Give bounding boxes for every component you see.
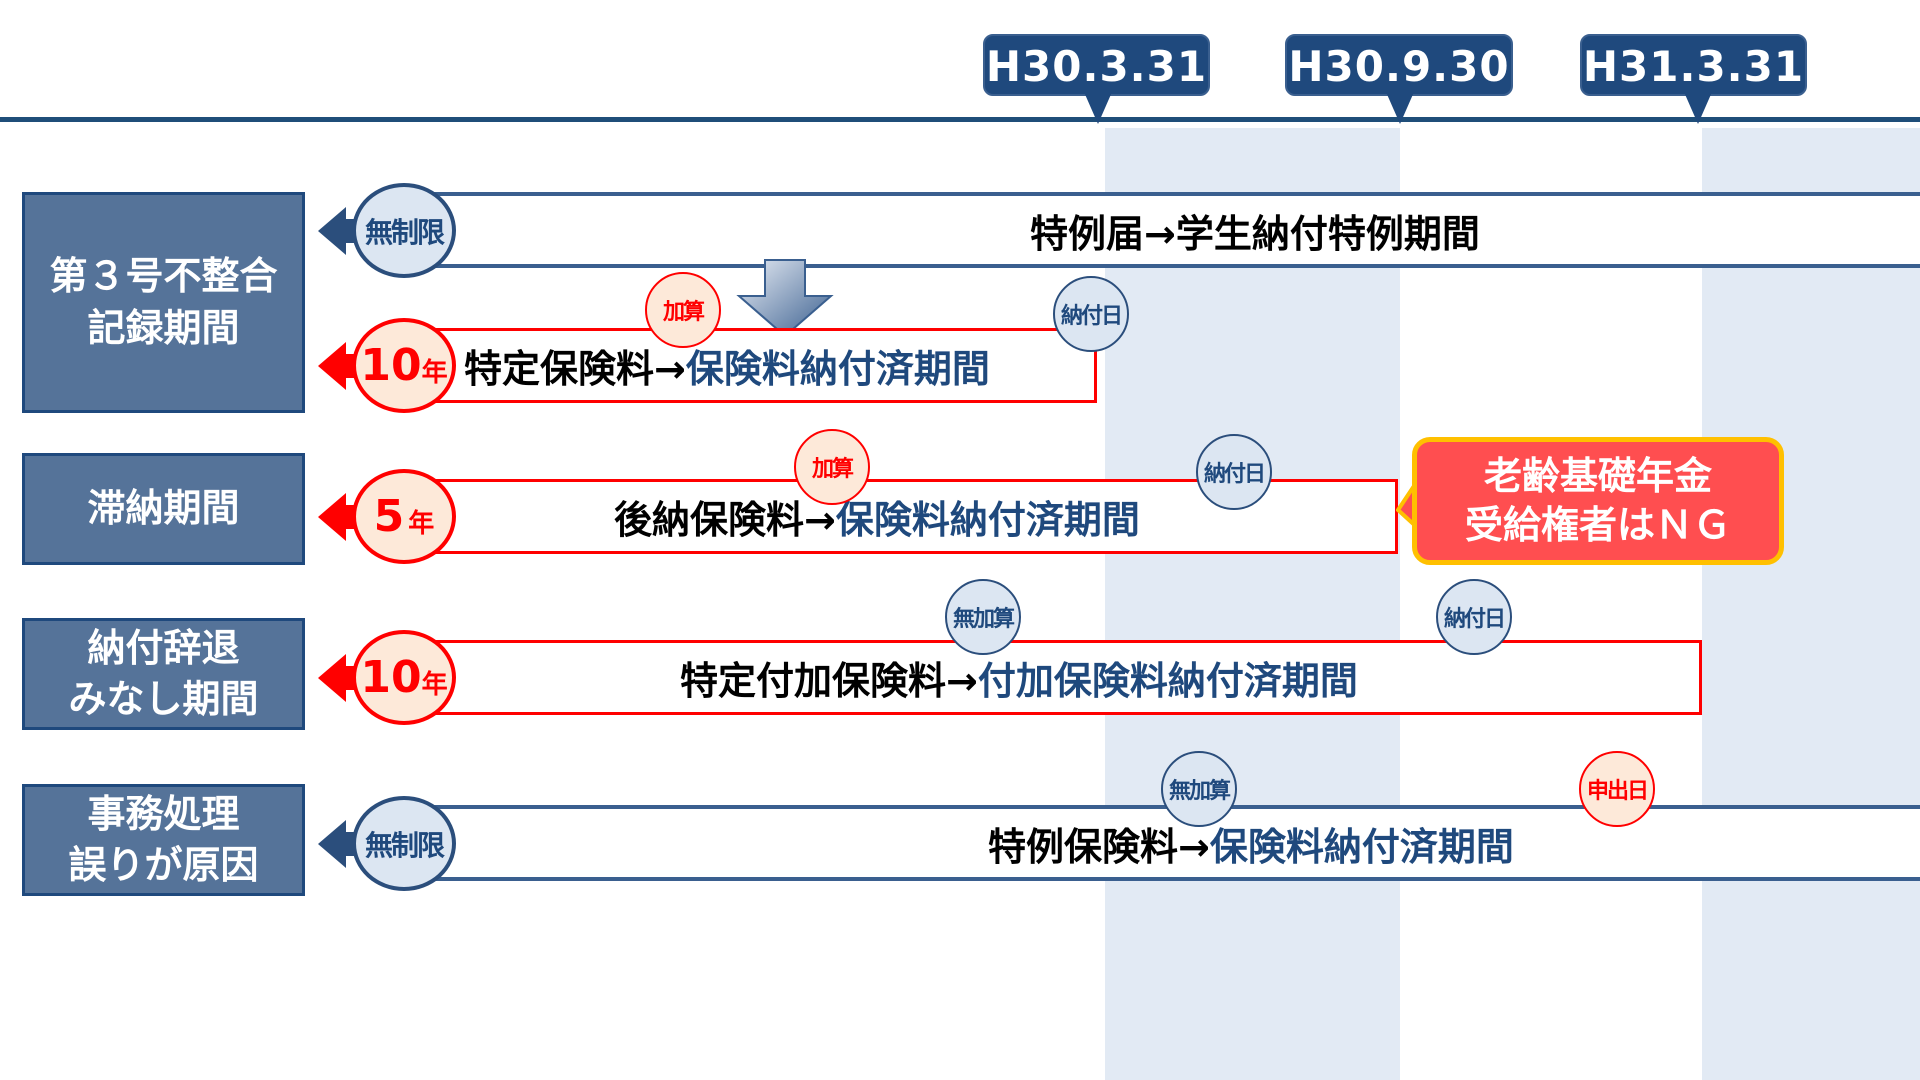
marker-surcharge: 加算 [794,429,870,505]
category-label-declined-payment: 納付辞退 みなし期間 [22,618,305,730]
bar-text-blue: 保険料納付済期間 [685,347,990,391]
limit-number: 5 [373,491,405,542]
bar-text: 特例保険料→保険料納付済期間 [988,809,1514,877]
category-line: 誤りが原因 [68,843,259,887]
marker-text: 加算 [811,457,854,482]
limit-number: 10 [360,340,422,391]
bar-text-blue: 付加保険料納付済期間 [977,659,1358,703]
category-line: 事務処理 [87,791,240,836]
marker-text: 納付日 [1203,462,1266,487]
date-pointer [1684,92,1712,124]
bar-text-black: 後納保険料→ [614,498,836,542]
bar-text: 特定保険料→保険料納付済期間 [464,331,990,400]
period-bar-late-premium: 後納保険料→保険料納付済期間 [410,479,1398,554]
left-arrow-icon [318,342,346,390]
limit-number: 10 [360,652,422,703]
callout-ng-warning: 老齢基礎年金 受給権者はＮＧ [1412,437,1784,565]
timeline-axis [0,117,1920,122]
bar-text-blue: 保険料納付済期間 [835,498,1140,542]
category-label-delinquent: 滞納期間 [22,453,305,565]
date-marker-h30-3-31: H30.3.31 [983,34,1210,124]
bar-text: 後納保険料→保険料納付済期間 [614,482,1140,551]
bar-text-black: 特例届→学生納付特例期間 [1030,211,1480,256]
callout-line: 老齢基礎年金 [1483,453,1712,498]
category-line: みなし期間 [68,677,259,721]
marker-text: 無加算 [1168,779,1231,804]
category-label-no3-mismatch: 第３号不整合 記録期間 [22,192,305,413]
bar-text: 特定付加保険料→付加保険料納付済期間 [680,643,1358,712]
category-line: 第３号不整合 [49,254,278,299]
bar-text-blue: 保険料納付済期間 [1209,824,1514,869]
marker-payment-date: 納付日 [1196,434,1272,510]
marker-text: 納付日 [1060,304,1123,329]
limit-badge-unlimited: 無制限 [352,796,456,891]
bar-text-black: 特定保険料→ [464,347,686,391]
date-marker-h31-3-31: H31.3.31 [1580,34,1807,124]
marker-text: 申出日 [1586,779,1649,804]
bar-text-black: 特定付加保険料→ [680,659,978,703]
bar-text-black: 特例保険料→ [988,824,1210,869]
category-line: 滞納期間 [87,486,240,531]
marker-surcharge: 加算 [645,272,721,348]
marker-payment-date: 納付日 [1053,276,1129,352]
period-bar-special-premium: 特定保険料→保険料納付済期間 [410,328,1097,403]
limit-unit: 年 [408,509,435,539]
date-marker-h30-9-30: H30.9.30 [1285,34,1513,124]
period-bar-additional-premium: 特定付加保険料→付加保険料納付済期間 [410,640,1702,715]
date-label: H30.9.30 [1288,42,1510,91]
bar-text: 特例届→学生納付特例期間 [1030,196,1480,264]
date-label: H30.3.31 [985,42,1208,91]
limit-text: 無制限 [364,215,445,249]
category-line: 納付辞退 [87,625,240,670]
limit-unit: 年 [421,358,448,388]
marker-text: 無加算 [952,607,1015,632]
down-arrow-icon [736,259,834,338]
category-line: 記録期間 [87,305,240,350]
date-pointer [1084,92,1112,124]
period-band-1 [1105,128,1400,1080]
marker-application-date: 申出日 [1579,751,1655,827]
left-arrow-icon [318,493,346,541]
marker-payment-date: 納付日 [1436,579,1512,655]
date-pointer [1386,92,1414,124]
period-band-2 [1702,128,1920,1080]
left-arrow-icon [318,654,346,702]
marker-no-surcharge: 無加算 [1161,751,1237,827]
limit-unit: 年 [421,670,448,700]
marker-text: 加算 [662,300,705,325]
limit-badge-unlimited: 無制限 [352,183,456,278]
category-label-admin-error: 事務処理 誤りが原因 [22,784,305,896]
left-arrow-icon [318,820,346,868]
callout-line: 受給権者はＮＧ [1464,503,1731,547]
marker-no-surcharge: 無加算 [945,579,1021,655]
left-arrow-icon [318,207,346,255]
period-bar-student-deferral: 特例届→学生納付特例期間 [400,192,1920,268]
date-label: H31.3.31 [1582,42,1805,91]
period-bar-exceptional-premium: 特例保険料→保険料納付済期間 [400,805,1920,881]
limit-text: 無制限 [364,828,445,862]
marker-text: 納付日 [1443,607,1506,632]
